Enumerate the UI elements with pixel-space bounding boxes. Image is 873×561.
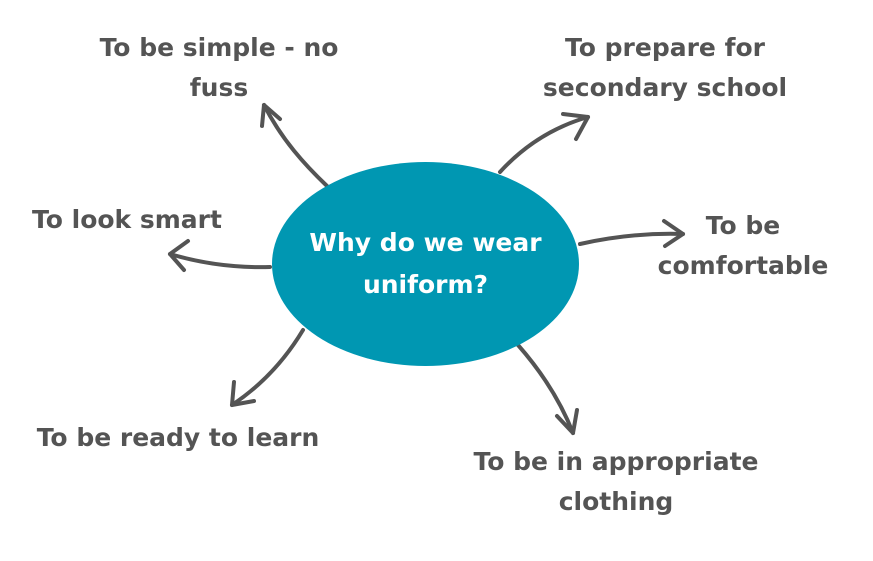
reason-comfortable: To be comfortable xyxy=(657,211,829,280)
reason-appropriate: To be in appropriate clothing xyxy=(473,447,759,516)
reason-prepare: To prepare for secondary school xyxy=(542,33,788,102)
arrow-to-ready xyxy=(230,328,305,407)
reason-simple: To be simple - no fuss xyxy=(99,33,339,102)
arrow-to-prepare xyxy=(498,112,590,174)
central-topic: Why do we wear uniform? xyxy=(272,162,579,366)
central-topic-text: Why do we wear uniform? xyxy=(309,228,542,299)
arrow-to-comfortable xyxy=(578,219,685,248)
reason-ready: To be ready to learn xyxy=(36,423,320,452)
arrow-to-appropriate xyxy=(516,343,579,435)
arrow-to-smart xyxy=(168,239,272,272)
arrow-to-simple xyxy=(260,103,329,188)
reason-smart: To look smart xyxy=(32,205,222,234)
